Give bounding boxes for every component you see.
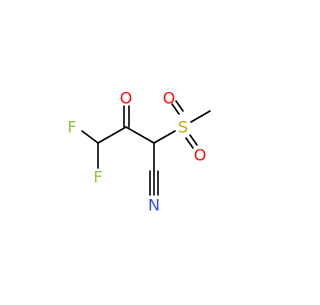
bond-c-c-2 — [125, 126, 155, 144]
bond-s-o-bottom-1 — [185, 137, 194, 149]
atom-label-oxygen-sulfonyl-top: O — [163, 89, 176, 108]
bond-s-o-top-1 — [171, 103, 180, 115]
atom-label-fluorine-bottom: F — [93, 168, 102, 187]
structure-canvas: O S O O F F N — [67, 88, 211, 215]
bond-s-o-bottom-2 — [189, 134, 198, 146]
bond-c-c-1 — [97, 126, 127, 144]
atom-label-oxygen-sulfonyl-bottom: O — [194, 146, 207, 165]
atom-label-oxygen-ketone: O — [120, 89, 133, 108]
molecule-structure: O S O O F F N — [67, 89, 211, 215]
bond-c-f-left — [81, 130, 99, 144]
atom-label-sulfur: S — [178, 118, 188, 137]
bond-s-ch3 — [190, 110, 211, 123]
atom-label-fluorine-left: F — [67, 118, 76, 137]
atom-label-nitrogen: N — [148, 196, 160, 215]
bond-s-o-top-2 — [175, 100, 184, 112]
atom-labels: O S O O F F N — [67, 89, 206, 215]
bond-c-s — [153, 130, 176, 144]
bonds — [81, 100, 211, 196]
